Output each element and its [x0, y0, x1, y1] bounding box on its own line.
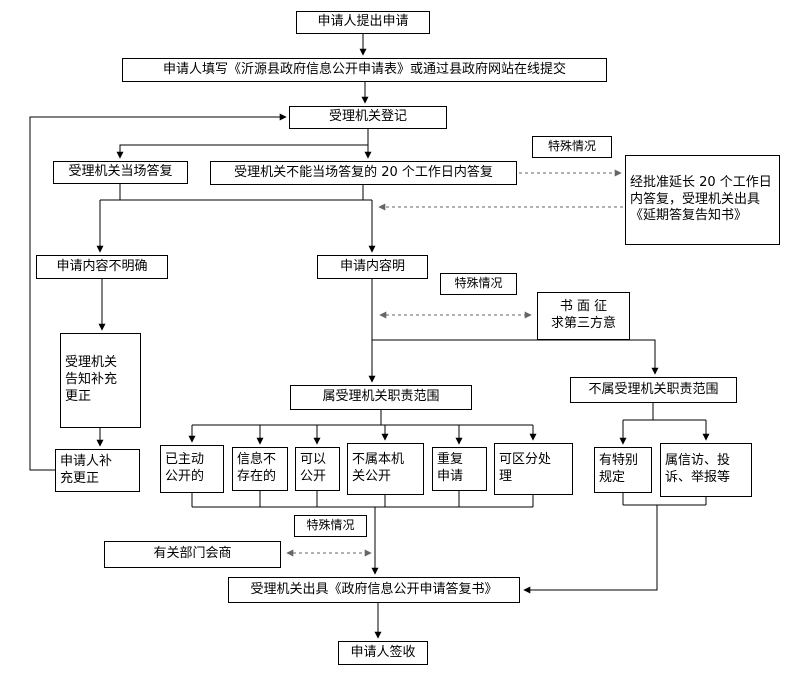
special-case-label-3: 特殊情况	[294, 515, 367, 537]
node-outside-scope: 不属受理机关职责范围	[570, 377, 737, 403]
node-special-provisions: 有特别 规定	[594, 447, 652, 493]
node-within-scope: 属受理机关职责范围	[290, 385, 472, 410]
node-fill-application-form: 申请人填写《沂源县政府信息公开申请表》或通过县政府网站在线提交	[122, 58, 607, 82]
node-extended-reply: 经批准延长 20 个工作日 内答复，受理机关出具 《延期答复告知书》	[625, 155, 780, 245]
node-department-consultation: 有关部门会商	[104, 541, 281, 568]
node-applicant-sign: 申请人签收	[338, 641, 428, 665]
node-applicant-supplement: 申请人补 充更正	[55, 449, 140, 492]
node-onspot-reply: 受理机关当场答复	[53, 161, 188, 184]
solid-connectors	[29, 34, 710, 639]
special-case-label-1: 特殊情况	[532, 136, 612, 158]
node-issue-reply-document: 受理机关出具《政府信息公开申请答复书》	[228, 577, 520, 603]
node-petition-complaint: 属信访、投 诉、举报等	[660, 443, 752, 497]
node-separable-handling: 可区分处 理	[494, 443, 573, 495]
dashed-connectors	[286, 169, 623, 557]
node-content-unclear: 申请内容不明确	[36, 255, 168, 279]
node-reply-within-20-days: 受理机关不能当场答复的 20 个工作日内答复	[210, 161, 517, 185]
node-repeated-application: 重复 申请	[432, 447, 487, 491]
node-can-disclose: 可以 公开	[295, 447, 340, 491]
node-not-this-agency: 不属本机 关公开	[347, 443, 424, 495]
node-consult-third-party: 书 面 征 求第三方意	[537, 292, 630, 340]
node-registration: 受理机关登记	[289, 106, 447, 129]
node-already-public: 已主动 公开的	[160, 445, 224, 493]
node-submit-application: 申请人提出申请	[296, 11, 430, 34]
node-notify-supplement: 受理机关 告知补充 更正	[60, 333, 141, 428]
node-info-not-exist: 信息不 存在的	[232, 447, 288, 491]
special-case-label-2: 特殊情况	[440, 273, 517, 295]
node-content-clear: 申请内容明	[317, 255, 428, 279]
